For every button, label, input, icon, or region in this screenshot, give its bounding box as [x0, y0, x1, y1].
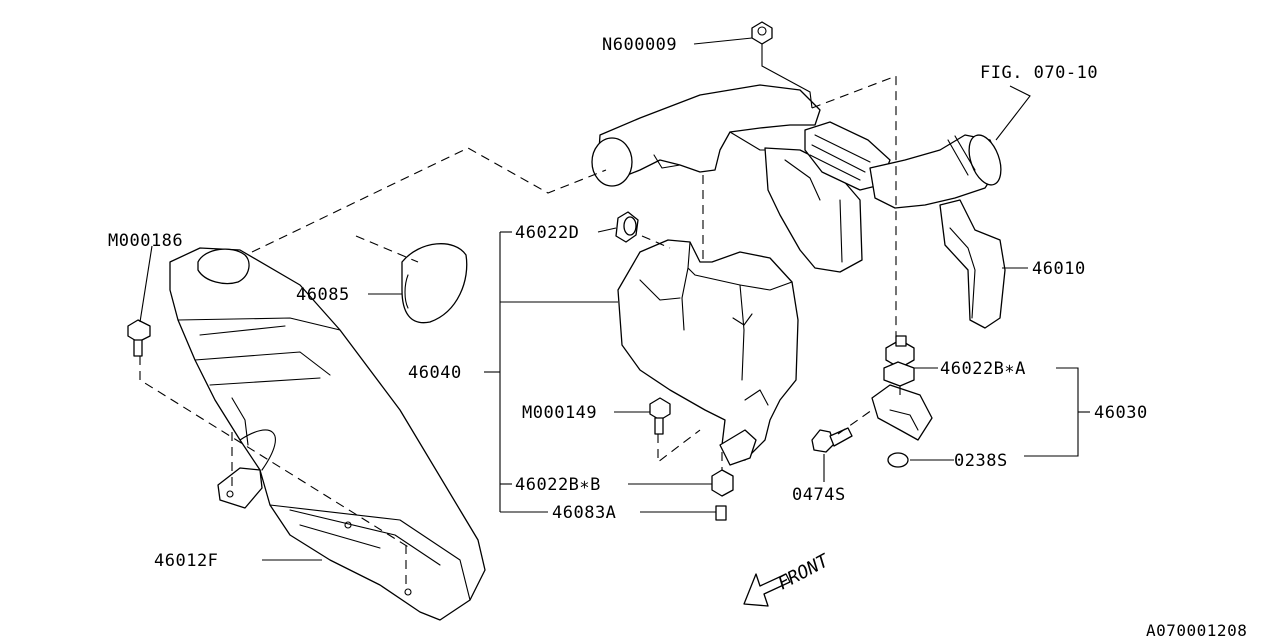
label-46012f: 46012F: [154, 551, 218, 571]
label-46022b-a: 46022B∗A: [940, 359, 1026, 379]
bolt-m000186: [127, 319, 151, 357]
bracket-assembly-46030: [871, 335, 933, 468]
label-46010: 46010: [1032, 259, 1086, 279]
collar-46083a: [715, 505, 727, 521]
diagram-id: A070001208: [1146, 621, 1247, 640]
bellows-coupling: [804, 121, 891, 191]
cap-46085: [401, 243, 468, 324]
nut-n600009: [751, 21, 773, 45]
resonator-46040: [617, 239, 799, 466]
label-0238s: 0238S: [954, 451, 1008, 471]
label-46022d: 46022D: [515, 223, 579, 243]
label-46030: 46030: [1094, 403, 1148, 423]
bolt-0474s: [811, 427, 853, 453]
leader-lines: [139, 37, 1090, 561]
intake-hose-46010: [869, 134, 1006, 329]
label-0474s: 0474S: [792, 485, 846, 505]
label-46040: 46040: [408, 363, 462, 383]
grommet-46022d: [615, 211, 639, 243]
front-direction-indicator: FRONT: [743, 550, 833, 607]
intake-duct-46012f: [169, 247, 486, 621]
label-46083a: 46083A: [552, 503, 616, 523]
label-n600009: N600009: [602, 35, 677, 55]
label-46085: 46085: [296, 285, 350, 305]
intake-tube-upper: [591, 84, 863, 273]
bolt-m000149: [649, 397, 671, 435]
label-m000186: M000186: [108, 231, 183, 251]
assembly-dashed-lines: [139, 75, 901, 590]
label-fig-reference: FIG. 070-10: [980, 63, 1098, 83]
label-46022b-b: 46022B∗B: [515, 475, 601, 495]
mount-46022b-b: [711, 469, 734, 497]
label-m000149: M000149: [522, 403, 597, 423]
front-label: FRONT: [774, 550, 833, 595]
